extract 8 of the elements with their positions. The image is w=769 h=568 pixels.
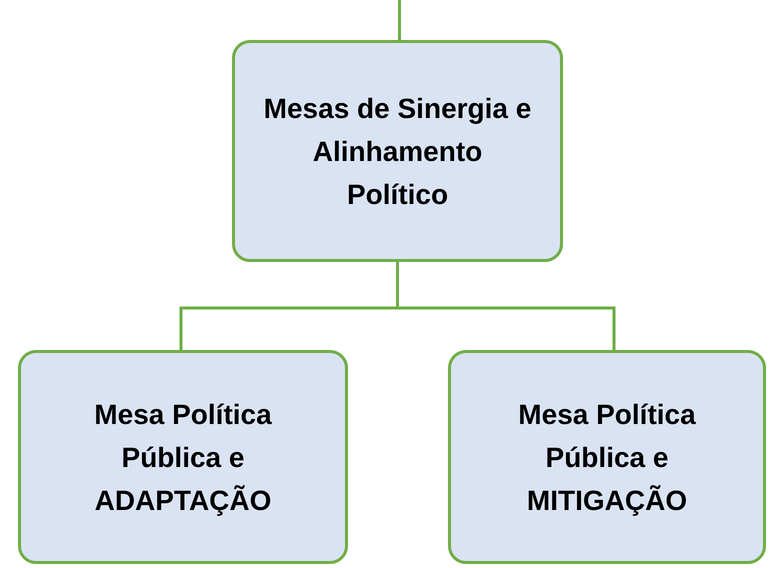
connector-line: [398, 0, 401, 40]
box-label: Mesa Política Pública e MITIGAÇÃO: [517, 398, 697, 518]
rounded-box: [232, 40, 563, 262]
box-label: Mesa Política Pública e ADAPTAÇÃO: [93, 398, 273, 518]
connector-line: [396, 262, 616, 350]
rounded-box: [18, 350, 348, 564]
box-label: Mesas de Sinergia e Alinhamento Político: [262, 92, 532, 212]
rounded-box: [448, 350, 766, 564]
